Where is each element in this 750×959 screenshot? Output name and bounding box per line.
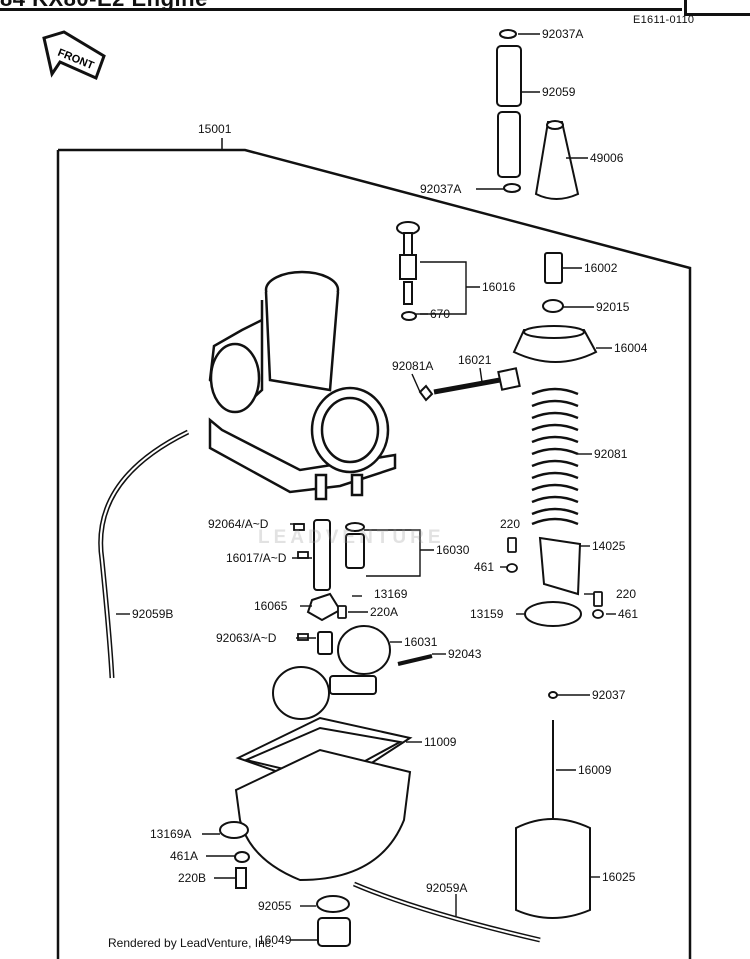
air-screw-part	[418, 367, 521, 402]
leader-lines	[116, 33, 616, 941]
page-title: 84 KX80-E2 Engine	[0, 0, 208, 12]
callout-16049: 16049	[258, 933, 292, 947]
callout-92081a: 92081A	[392, 359, 433, 373]
diagram-reference-code: E1611-0110	[633, 14, 695, 26]
callout-16017: 16017/A~D	[226, 551, 287, 565]
watermark: LEADVENTURE	[258, 527, 445, 548]
callout-16031: 16031	[404, 635, 438, 649]
throttle-cable-tube-part	[496, 29, 522, 193]
callout-49006: 49006	[590, 151, 624, 165]
callout-16016: 16016	[482, 280, 516, 294]
callout-16004: 16004	[614, 341, 648, 355]
page-section-tab	[684, 0, 750, 16]
throttle-valve-spring-part	[531, 387, 579, 526]
callout-220-b: 220	[616, 587, 636, 601]
callout-92059a: 92059A	[426, 881, 467, 895]
callout-461-a: 461	[474, 560, 494, 574]
callout-461-b: 461	[618, 607, 638, 621]
vent-hose-part	[98, 429, 190, 679]
cable-boot-part	[534, 120, 580, 200]
callout-16009: 16009	[578, 763, 612, 777]
front-direction-arrow-icon: FRONT	[42, 30, 106, 81]
carburetor-body-part	[208, 270, 397, 501]
callout-92037: 92037	[592, 688, 626, 702]
callout-13169: 13169	[374, 587, 408, 601]
callout-13169a: 13169A	[150, 827, 191, 841]
mixing-chamber-top-cap-part	[512, 325, 598, 363]
choke-plunger-part	[396, 221, 420, 321]
callout-92037a-low: 92037A	[420, 182, 461, 196]
callout-16065: 16065	[254, 599, 288, 613]
callout-16030: 16030	[436, 543, 470, 557]
callout-16025: 16025	[602, 870, 636, 884]
callout-92037a-top: 92037A	[542, 27, 583, 41]
jet-needle-and-needle-jet-parts	[306, 519, 365, 655]
callout-92064: 92064/A~D	[208, 517, 269, 531]
assembly-boundary	[56, 148, 692, 959]
cable-adjuster-part	[542, 252, 564, 313]
callout-13159: 13159	[470, 607, 504, 621]
callout-92081: 92081	[594, 447, 628, 461]
callout-16021: 16021	[458, 353, 492, 367]
footer-credit: Rendered by LeadVenture, Inc.	[108, 936, 275, 950]
callout-92055: 92055	[258, 899, 292, 913]
callout-92043: 92043	[448, 647, 482, 661]
throttle-valve-parts	[515, 536, 591, 919]
header-rule	[0, 8, 682, 11]
float-bowl-part	[219, 716, 413, 947]
callout-11009: 11009	[424, 735, 457, 749]
callout-15001: 15001	[198, 122, 232, 136]
callout-14025: 14025	[592, 539, 626, 553]
callout-92059b: 92059B	[132, 607, 173, 621]
callout-220b: 220B	[178, 871, 206, 885]
float-part	[272, 625, 433, 720]
small-screws-and-washers	[293, 523, 604, 641]
callout-92059: 92059	[542, 85, 576, 99]
callout-220-a: 220	[500, 517, 520, 531]
callout-92015: 92015	[596, 300, 630, 314]
callout-92063: 92063/A~D	[216, 631, 277, 645]
callout-220a: 220A	[370, 605, 398, 619]
callout-670: 670	[430, 307, 450, 321]
callout-461a: 461A	[170, 849, 198, 863]
callout-16002: 16002	[584, 261, 618, 275]
